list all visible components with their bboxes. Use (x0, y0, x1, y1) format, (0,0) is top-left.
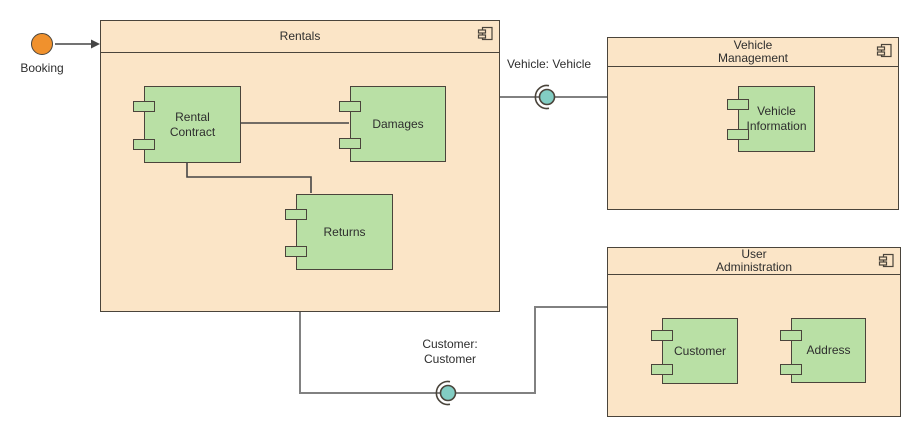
container-rentals-title: Rentals (279, 29, 321, 43)
component-icon (876, 43, 892, 58)
component-address-label: Address (806, 343, 851, 357)
booking-arrowhead-icon (91, 39, 100, 49)
port-icon (133, 101, 155, 112)
port-icon (780, 330, 802, 341)
container-vehicle-management-title: Vehicle Management (717, 38, 789, 65)
port-icon (651, 364, 673, 375)
customer-interface-ball-icon[interactable] (439, 384, 457, 402)
component-damages[interactable]: Damages (339, 86, 446, 162)
customer-interface-label: Customer: Customer (422, 337, 478, 366)
port-icon (651, 330, 673, 341)
port-icon (780, 364, 802, 375)
port-icon (339, 138, 361, 149)
container-user-administration-title: User Administration (715, 247, 793, 274)
container-rentals[interactable]: Rentals Rental Contract Damages Returns (100, 20, 500, 312)
component-vehicle-information[interactable]: Vehicle Information (727, 86, 815, 152)
port-icon (133, 139, 155, 150)
vehicle-socket-arc-icon (534, 84, 550, 110)
port-icon (727, 129, 749, 140)
booking-label: Booking (20, 61, 64, 75)
container-rentals-header: Rentals (101, 21, 499, 53)
component-customer-label: Customer (673, 343, 726, 358)
component-icon (878, 253, 894, 268)
vehicle-interface-ball-icon[interactable] (538, 88, 556, 106)
component-icon (477, 26, 493, 41)
component-vehicle-information-label: Vehicle Information (746, 104, 807, 133)
port-icon (285, 209, 307, 220)
component-damages-label: Damages (372, 116, 424, 131)
booking-start-node[interactable] (31, 33, 53, 55)
component-customer[interactable]: Customer (651, 318, 738, 384)
vehicle-interface-label: Vehicle: Vehicle (506, 57, 592, 71)
component-returns-label: Returns (323, 224, 366, 239)
container-vehicle-management[interactable]: Vehicle Management Vehicle Information (607, 37, 899, 210)
customer-socket-arc-icon (435, 380, 451, 406)
component-address[interactable]: Address (780, 318, 866, 383)
port-icon (339, 101, 361, 112)
component-rental-contract[interactable]: Rental Contract (133, 86, 241, 163)
component-returns[interactable]: Returns (285, 194, 393, 270)
container-user-administration-header: User Administration (608, 248, 900, 275)
container-user-administration[interactable]: User Administration Customer Address (607, 247, 901, 417)
port-icon (727, 99, 749, 110)
component-rental-contract-label: Rental Contract (169, 109, 216, 139)
container-vehicle-management-header: Vehicle Management (608, 38, 898, 67)
port-icon (285, 246, 307, 257)
